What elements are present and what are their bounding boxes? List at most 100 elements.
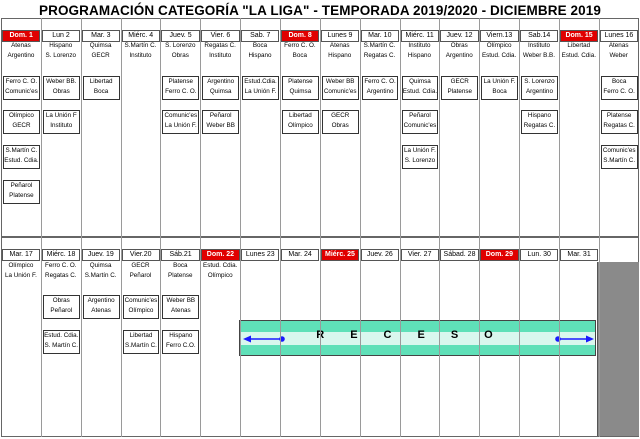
team-name: Comunic'es xyxy=(403,122,437,129)
day-header: Dom. 1 xyxy=(2,30,41,42)
team-name: S. Lorenzo xyxy=(404,157,436,164)
game-box: Ferro C. O. Comunic'es xyxy=(3,76,40,100)
team-name: Weber BB xyxy=(166,297,196,304)
team-name: Regatas C. xyxy=(45,272,77,279)
team-name: Ferro C. O. xyxy=(5,78,38,85)
team-name: Argentino xyxy=(525,88,553,95)
game-cell: S.Martín C.Instituto xyxy=(122,41,160,61)
day-column-divider xyxy=(80,237,82,437)
team-name: Boca xyxy=(492,88,507,95)
game-cell: Ferro C. O.Boca xyxy=(281,41,319,61)
team-name: Boca xyxy=(611,78,627,85)
team-name: Estud.Cdia. xyxy=(244,78,277,85)
team-name: GECR xyxy=(91,52,110,59)
team-name: Olímpico xyxy=(128,307,154,314)
team-name: S. Martín C. xyxy=(44,342,79,349)
game-box: Weber BB.Obras xyxy=(42,76,80,100)
team-name: Atenas xyxy=(91,307,111,314)
team-name: Estud. Cdia. xyxy=(402,88,438,95)
team-name: Obras xyxy=(52,88,70,95)
day-header: Mar. 24 xyxy=(280,249,320,261)
day-header: Lunes 16 xyxy=(599,30,639,42)
team-name: Ferro C. O. xyxy=(284,42,316,49)
game-box: S.Martín C.Estud. Cdia. xyxy=(3,145,40,169)
day-column-divider xyxy=(120,18,122,237)
team-name: Obras xyxy=(52,297,70,304)
team-name: La Unión F. xyxy=(483,78,516,85)
day-column-divider xyxy=(240,18,242,237)
game-box: La Unión F Instituto xyxy=(42,110,80,134)
day-header: Lunes 9 xyxy=(320,30,360,42)
team-name: Estud. Cdia. xyxy=(561,52,596,59)
page-title: PROGRAMACIÓN CATEGORÍA "LA LIGA" - TEMPO… xyxy=(39,3,601,18)
recess-band: RECESO xyxy=(239,320,596,356)
team-name: Hispano xyxy=(407,52,431,59)
team-name: Libertad xyxy=(567,42,591,49)
team-name: La Unión F. xyxy=(403,147,436,154)
team-name: Regatas C. xyxy=(204,42,236,49)
team-name: Comunic'es xyxy=(602,147,636,154)
team-name: Estud. Cdia. xyxy=(44,332,79,339)
team-name: Quimsa xyxy=(89,262,112,269)
team-name: Instituto xyxy=(527,42,550,49)
recess-arrows xyxy=(243,335,594,343)
team-name: La Unión F. xyxy=(4,272,37,279)
recess-right-arrowhead xyxy=(586,335,594,343)
team-name: GECR xyxy=(450,78,469,85)
team-name: Obras xyxy=(331,122,349,129)
day-column-divider xyxy=(160,237,162,437)
team-name: Ferro C.O. xyxy=(165,342,196,349)
day-column-divider xyxy=(319,237,321,437)
team-name: Platense xyxy=(447,88,473,95)
day-header: Dom. 8 xyxy=(280,30,320,42)
team-name: Comunic'es xyxy=(5,88,38,95)
team-name: Obras xyxy=(450,42,468,49)
team-name: Instituto xyxy=(129,52,152,59)
day-header: Juev. 19 xyxy=(81,249,121,261)
team-name: Hispano xyxy=(49,42,73,49)
team-name: Instituto xyxy=(50,122,73,129)
team-name: Hispano xyxy=(527,112,552,119)
team-name: La Unión F. xyxy=(164,122,197,129)
team-name: S.Martín C. xyxy=(84,272,117,279)
day-header: Mar. 31 xyxy=(559,249,599,261)
team-name: Boca xyxy=(93,88,109,95)
team-name: Boca xyxy=(252,42,268,49)
team-name: Argentino xyxy=(366,88,394,95)
day-column-divider xyxy=(399,18,401,237)
day-column-divider xyxy=(40,237,42,437)
day-column-divider xyxy=(80,18,82,237)
team-name: La Unión F xyxy=(45,112,77,119)
team-name: Comunic'es xyxy=(124,297,158,304)
team-name: Hispano xyxy=(328,52,352,59)
team-name: Obras xyxy=(171,52,189,59)
day-header: Vier. 6 xyxy=(201,30,240,42)
day-header: Miérc. 18 xyxy=(41,249,81,261)
day-header: Mar. 3 xyxy=(81,30,121,42)
game-cell: S.Martín C.Regatas C. xyxy=(361,41,399,61)
team-name: Weber B.B. xyxy=(522,52,556,59)
day-column-divider xyxy=(359,237,361,437)
day-column-divider xyxy=(479,237,481,437)
team-name: Quimsa xyxy=(409,78,431,85)
team-name: Atenas xyxy=(171,307,191,314)
team-name: Estud. Cdia. xyxy=(4,157,39,164)
out-of-month-shade xyxy=(597,262,639,436)
